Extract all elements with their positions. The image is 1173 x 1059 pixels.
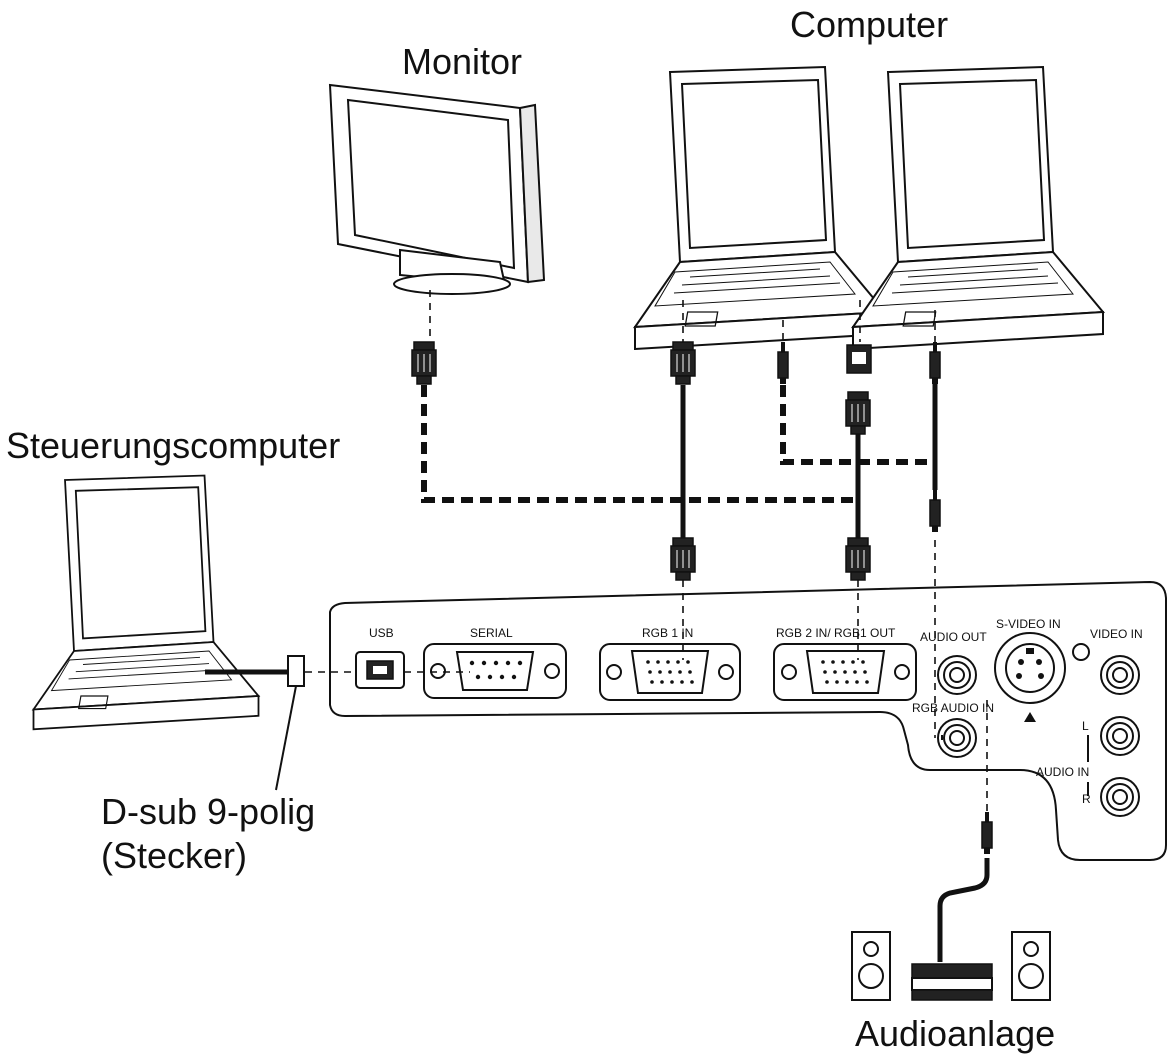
- monitor-icon: [328, 83, 546, 295]
- dsub-label-line2: (Stecker): [101, 835, 247, 876]
- video-in-label: VIDEO IN: [1090, 627, 1143, 641]
- computer-label: Computer: [790, 4, 948, 45]
- audio-in-r-label: R: [1082, 792, 1091, 806]
- computer-laptop-1-icon: [634, 66, 886, 350]
- audio-system-icon: [851, 931, 1051, 1001]
- s-video-in-label: S-VIDEO IN: [996, 617, 1061, 631]
- rgb-audio-in-port[interactable]: [937, 718, 977, 758]
- video-in-port[interactable]: [1100, 655, 1140, 695]
- rgb2-in-rgb1-out-label: RGB 2 IN/ RGB1 OUT: [776, 626, 896, 640]
- audio-in-r-port[interactable]: [1100, 777, 1140, 817]
- rgb1-in-label: RGB 1 IN: [642, 626, 693, 640]
- audio-in-label: AUDIO IN: [1036, 765, 1089, 779]
- audio-system-label: Audioanlage: [855, 1013, 1055, 1054]
- usb-port-label: USB: [369, 626, 394, 640]
- control-computer-label: Steuerungscomputer: [6, 425, 340, 466]
- serial-port[interactable]: [423, 643, 567, 699]
- s-video-in-port[interactable]: [994, 632, 1066, 722]
- projector-panel: [329, 580, 1167, 861]
- audio-in-l-port[interactable]: [1100, 716, 1140, 756]
- audio-out-port[interactable]: [937, 655, 977, 695]
- usb-b-plug-icon: [846, 344, 872, 374]
- usb-port[interactable]: [355, 651, 405, 689]
- control-computer-laptop-icon: [32, 474, 260, 731]
- rgb1-in-port[interactable]: [599, 643, 741, 701]
- computer-laptop-2-icon: [852, 66, 1104, 350]
- serial-port-label: SERIAL: [470, 626, 513, 640]
- rgb-audio-in-label: RGB AUDIO IN: [912, 701, 994, 715]
- dsub-label-line1: D-sub 9-polig: [101, 791, 315, 832]
- monitor-label: Monitor: [402, 41, 522, 82]
- rgb2-in-rgb1-out-port[interactable]: [773, 643, 917, 701]
- audio-out-label: AUDIO OUT: [920, 630, 987, 644]
- s-video-screw: [1072, 643, 1090, 661]
- cables: [205, 290, 993, 962]
- audio-in-l-label: L: [1082, 719, 1089, 733]
